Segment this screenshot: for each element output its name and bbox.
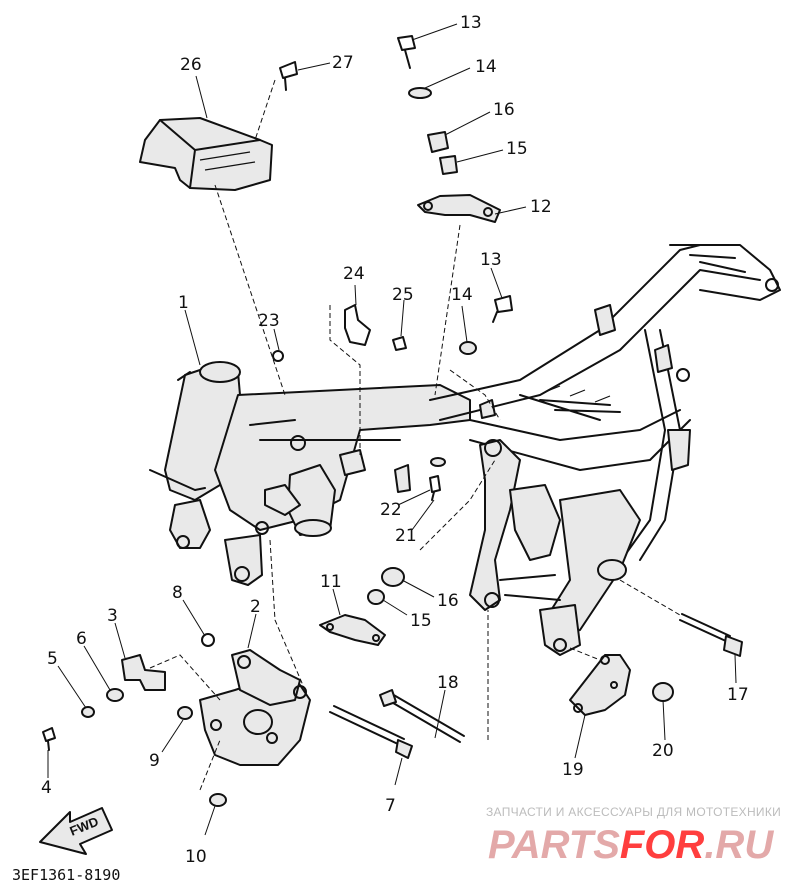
watermark-tagline: ЗАПЧАСТИ И АКСЕССУАРЫ ДЛЯ МОТОТЕХНИКИ	[486, 805, 781, 819]
callout-24: 24	[343, 264, 365, 284]
diagram-code: 3EF1361-8190	[12, 866, 120, 884]
callout-6: 6	[76, 629, 87, 649]
callout-10: 10	[185, 847, 207, 867]
leader-lines	[47, 23, 737, 836]
callout-11: 11	[320, 572, 342, 592]
callout-1: 1	[178, 293, 189, 313]
bracket-19-group	[569, 654, 674, 716]
callout-21: 21	[395, 526, 417, 546]
long-bolts	[329, 613, 743, 759]
watermark-logo: PARTSFOR.RU	[488, 823, 774, 867]
callout-5: 5	[47, 649, 58, 669]
watermark-logo-part2: FOR	[620, 823, 705, 867]
callout-7: 7	[385, 796, 396, 816]
bracket-11-group	[319, 567, 405, 646]
watermark: ЗАПЧАСТИ И АКСЕССУАРЫ ДЛЯ МОТОТЕХНИКИ PA…	[486, 805, 781, 867]
callout-16-top: 16	[493, 100, 515, 120]
callout-13-top: 13	[460, 13, 482, 33]
callout-3: 3	[107, 606, 118, 626]
callout-23: 23	[258, 311, 280, 331]
top-bracket-group	[397, 35, 501, 223]
callout-18: 18	[437, 673, 459, 693]
part-27-bolt	[279, 61, 298, 91]
watermark-logo-part3: .RU	[704, 823, 774, 867]
callout-19: 19	[562, 760, 584, 780]
callout-17: 17	[727, 685, 749, 705]
callout-numbers: 26 27 13 14 16 15 12 13 24 25 14 1 23 22…	[41, 13, 749, 867]
callout-27: 27	[332, 53, 354, 73]
callout-15-top: 15	[506, 139, 528, 159]
callout-4: 4	[41, 778, 52, 798]
mid-small-parts	[272, 295, 513, 501]
callout-14-mid: 14	[451, 285, 473, 305]
callout-14-top: 14	[475, 57, 497, 77]
callout-2-low: 2	[250, 597, 261, 617]
callout-12: 12	[530, 197, 552, 217]
callout-20: 20	[652, 741, 674, 761]
callout-26: 26	[180, 55, 202, 75]
part-26-cover	[139, 117, 273, 191]
callout-15-low: 15	[410, 611, 432, 631]
callout-22: 22	[380, 500, 402, 520]
engine-bracket-assembly	[42, 633, 311, 807]
fwd-direction-arrow: FWD	[39, 807, 113, 855]
callout-25: 25	[392, 285, 414, 305]
callout-13-mid: 13	[480, 250, 502, 270]
callout-16-low: 16	[437, 591, 459, 611]
callout-8: 8	[172, 583, 183, 603]
main-frame	[149, 244, 781, 656]
watermark-logo-part1: PARTS	[488, 823, 620, 867]
callout-9: 9	[149, 751, 160, 771]
